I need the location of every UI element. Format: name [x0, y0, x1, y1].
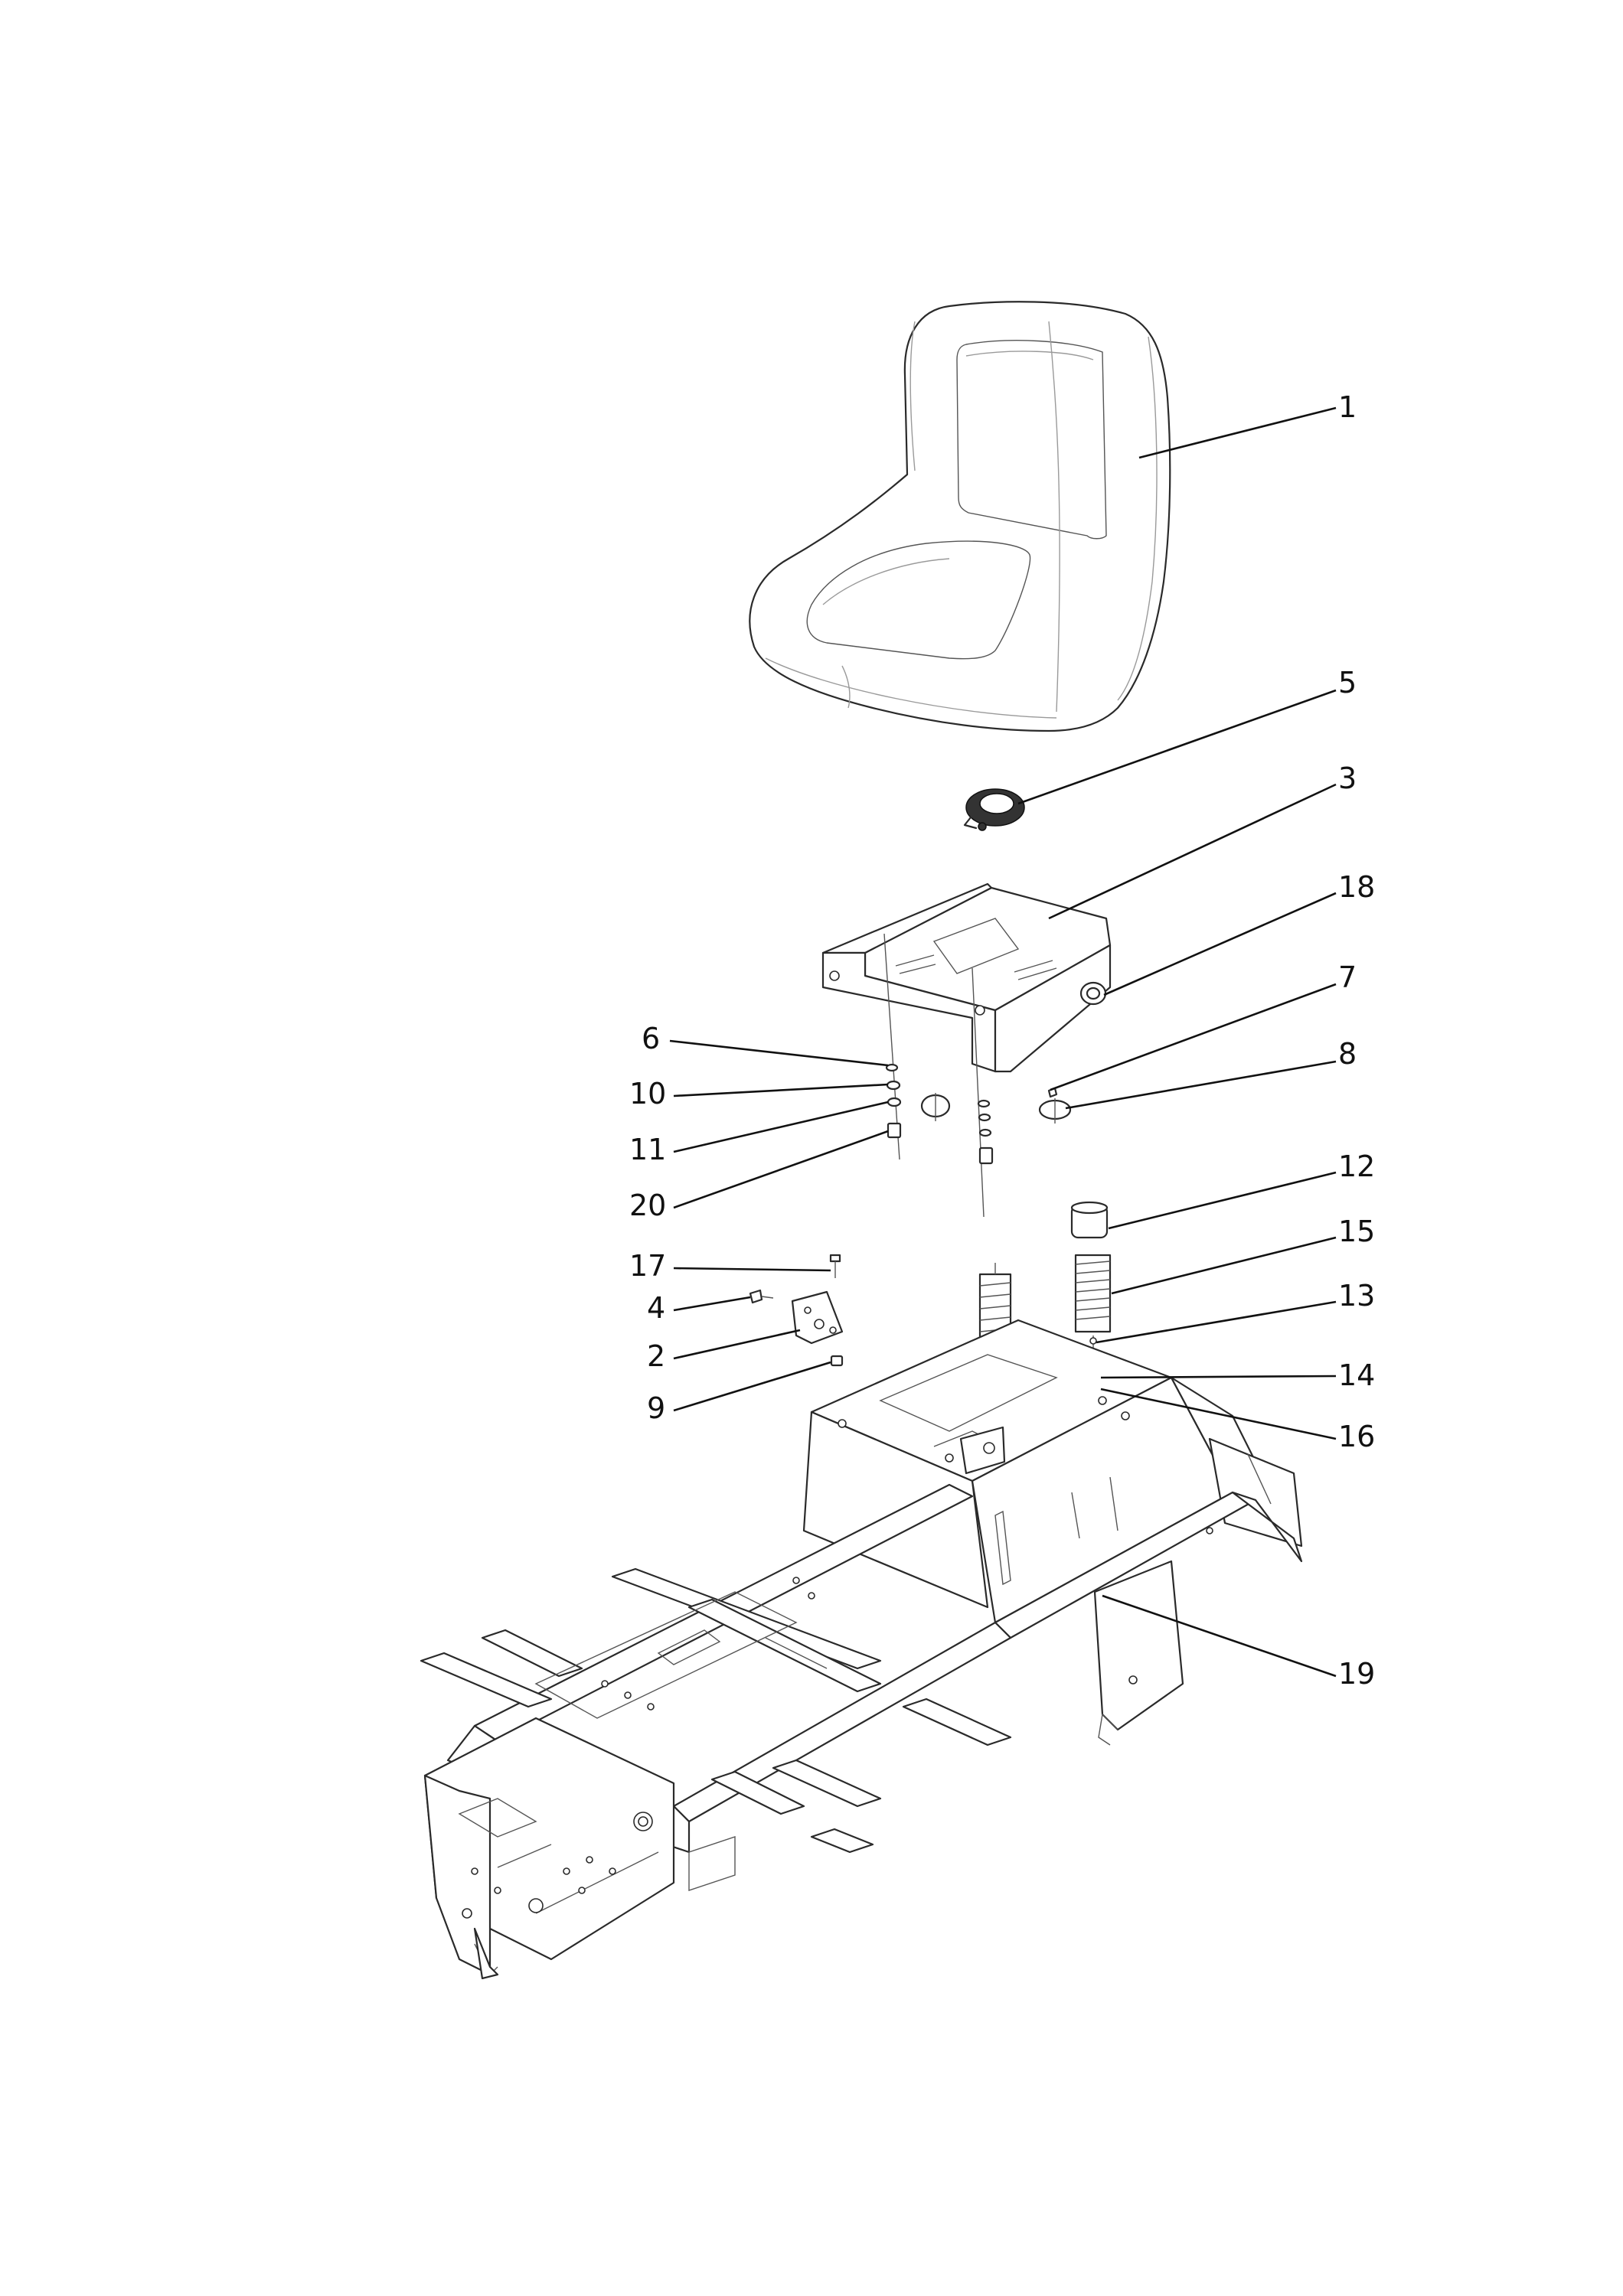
callout-16: 16 [1338, 1420, 1375, 1453]
callout-10: 10 [629, 1077, 666, 1110]
callout-labels: 1 5 3 18 7 8 6 10 11 20 12 15 17 4 13 2 … [629, 390, 1375, 1691]
frame-drawing [420, 1319, 1303, 1980]
seat-drawing [749, 301, 1171, 732]
leader-lines [669, 406, 1337, 1678]
callout-20: 20 [629, 1189, 666, 1222]
callout-14: 14 [1338, 1358, 1375, 1392]
callout-5: 5 [1338, 666, 1357, 700]
seat-switch-drawing [963, 788, 1025, 831]
bracket-drawing [749, 1254, 844, 1367]
knob-drawing [1079, 981, 1107, 1006]
callout-2: 2 [647, 1339, 665, 1373]
callout-18: 18 [1338, 870, 1375, 904]
callout-19: 19 [1338, 1657, 1375, 1691]
seat-plate-drawing [821, 882, 1112, 1218]
callout-7: 7 [1338, 960, 1357, 994]
callout-4: 4 [647, 1291, 665, 1325]
bushing-drawing [920, 1087, 1072, 1124]
callout-11: 11 [629, 1133, 666, 1166]
callout-17: 17 [629, 1249, 666, 1283]
callout-13: 13 [1338, 1279, 1375, 1313]
callout-6: 6 [642, 1022, 660, 1055]
callout-12: 12 [1338, 1150, 1375, 1183]
callout-9: 9 [647, 1391, 665, 1425]
hardware-stack-drawing [885, 1063, 994, 1165]
callout-8: 8 [1338, 1037, 1357, 1071]
callout-1: 1 [1338, 390, 1357, 424]
callout-15: 15 [1338, 1215, 1375, 1248]
callout-3: 3 [1338, 762, 1357, 795]
